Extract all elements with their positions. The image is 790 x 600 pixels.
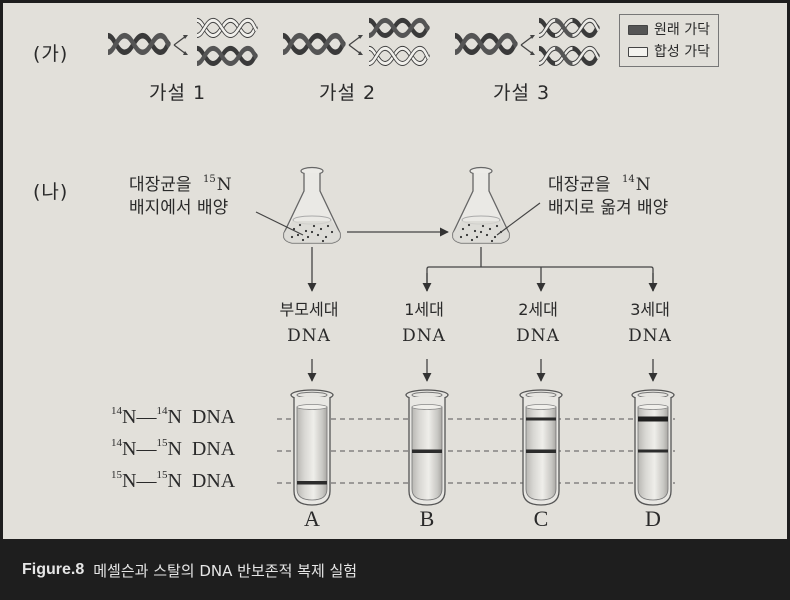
tube-d	[631, 389, 675, 506]
synthesized-strand-swatch-icon	[628, 47, 648, 57]
legend-item-synthesized: 합성 가닥	[628, 41, 710, 63]
generation-2-dna: DNA	[516, 326, 560, 346]
element: N	[167, 438, 182, 460]
generation-parent-dna: DNA	[287, 326, 331, 346]
part-b-label: (나)	[33, 181, 69, 203]
band-c-14n15n	[526, 449, 556, 453]
element: N	[122, 438, 137, 460]
flask-15n	[283, 166, 341, 244]
hypothesis-1-label: 가설 1	[149, 82, 207, 104]
tube-c	[519, 389, 563, 506]
tube-label-c: C	[533, 506, 549, 531]
isotope-sup: 15	[111, 469, 122, 481]
flask-15n-note-line2: 배지에서 배양	[129, 198, 229, 218]
flask-14n-note-line2: 배지로 옮겨 배양	[548, 198, 669, 218]
generation-parent: 부모세대 DNA	[264, 297, 354, 349]
density-row-14n14n: 14N—14N DNA	[111, 405, 235, 429]
isotope-sup: 14	[111, 437, 122, 449]
element: N	[122, 406, 137, 428]
density-row-15n15n: 15N—15N DNA	[111, 469, 235, 493]
band-a-15n15n	[297, 481, 327, 485]
dna-text: DNA	[191, 438, 236, 460]
bond-dash: —	[136, 406, 157, 428]
isotope-sup: 14	[111, 405, 122, 417]
dna-text: DNA	[191, 406, 236, 428]
part-a-label: (가)	[33, 43, 69, 65]
figure-caption: Figure.8 메셀슨과 스탈의 DNA 반보존적 복제 실험	[0, 540, 790, 600]
flask-14n-note: 대장균을 14N 배지로 옮겨 배양	[548, 168, 668, 220]
generation-3-label: 3세대	[630, 300, 670, 319]
tube-label-b: B	[419, 506, 435, 531]
figure-number: Figure.8	[22, 561, 85, 578]
figure-panel: (가) 가설 1 가설 2 가설 3 원래 가닥 합성 가닥 (나) 대장균을 …	[3, 3, 787, 539]
hypothesis-2-diagram	[283, 20, 429, 63]
density-row-14n15n: 14N—15N DNA	[111, 437, 235, 461]
hypothesis-3-diagram	[455, 20, 599, 63]
generation-2-label: 2세대	[518, 300, 558, 319]
legend-item-original: 원래 가닥	[628, 19, 710, 41]
legend-label-synthesized: 합성 가닥	[654, 44, 710, 60]
generation-1-label: 1세대	[404, 300, 444, 319]
isotope-sup: 14	[156, 405, 168, 417]
element: N	[167, 406, 182, 428]
generation-1-dna: DNA	[402, 326, 446, 346]
flask-14n-note-line1: 대장균을	[548, 175, 611, 195]
band-c-14n14n	[526, 417, 556, 421]
hypothesis-1-diagram	[108, 20, 257, 63]
isotope-14-sup: 14	[621, 174, 635, 185]
isotope-15-sup: 15	[202, 174, 216, 185]
band-d-14n15n	[638, 449, 668, 453]
generation-3: 3세대 DNA	[605, 297, 695, 349]
original-strand-swatch-icon	[628, 25, 648, 35]
flask-15n-note-line1: 대장균을	[129, 175, 192, 195]
isotope-n: N	[635, 175, 651, 195]
hypothesis-2-label: 가설 2	[319, 82, 377, 104]
diagram-artwork	[3, 3, 675, 506]
tube-a	[290, 389, 334, 506]
element: N	[122, 470, 137, 492]
tube-label-a: A	[304, 506, 320, 531]
dna-text: DNA	[191, 470, 236, 492]
caption-text: 메셀슨과 스탈의 DNA 반보존적 복제 실험	[93, 561, 358, 580]
bond-dash: —	[136, 438, 157, 460]
generation-parent-label: 부모세대	[279, 300, 339, 319]
generation-2: 2세대 DNA	[493, 297, 583, 349]
isotope-n: N	[216, 175, 232, 195]
legend-label-original: 원래 가닥	[654, 22, 710, 38]
flask-15n-note: 대장균을 15N 배지에서 배양	[129, 168, 232, 220]
isotope-sup: 15	[156, 469, 168, 481]
isotope-sup: 15	[156, 437, 168, 449]
tube-label-d: D	[645, 506, 661, 531]
element: N	[167, 470, 182, 492]
band-b-14n15n	[412, 449, 442, 453]
hypothesis-3-label: 가설 3	[493, 82, 551, 104]
strand-legend: 원래 가닥 합성 가닥	[619, 14, 719, 67]
generation-3-dna: DNA	[628, 326, 672, 346]
generation-1: 1세대 DNA	[379, 297, 469, 349]
band-d-14n14n	[638, 416, 668, 422]
bond-dash: —	[136, 470, 157, 492]
tube-b	[405, 389, 449, 506]
